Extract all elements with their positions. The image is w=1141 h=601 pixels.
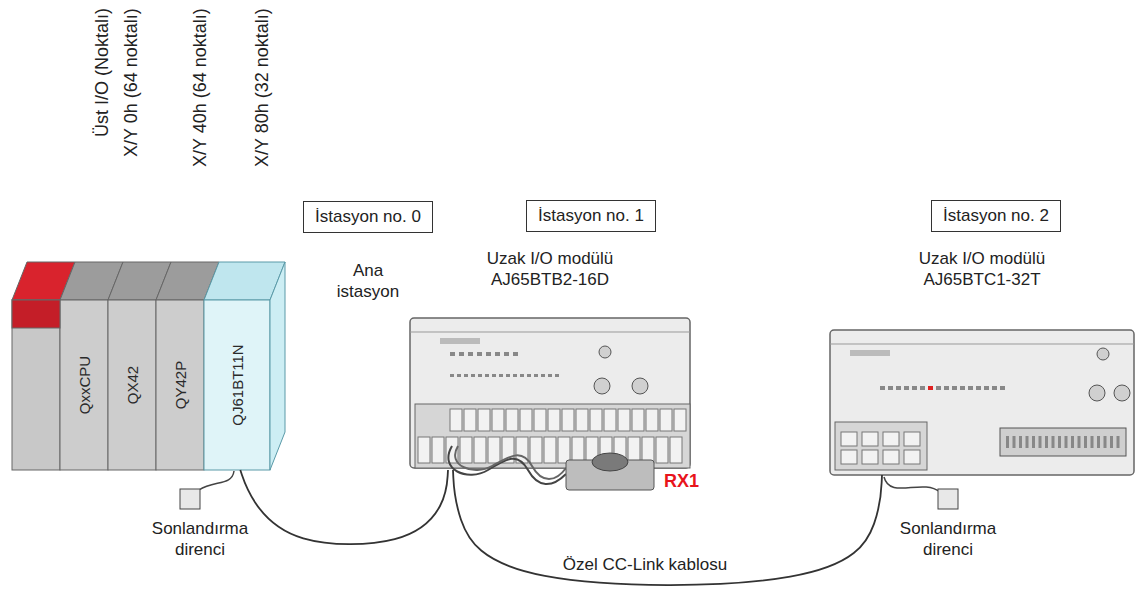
coiled-wire (455, 446, 566, 479)
push-button (448, 446, 654, 490)
module-title: Uzak I/O modülü AJ65BTC1-32T (895, 248, 1070, 291)
remote-io-module: Uzak I/O modülü AJ65BTB2-16D (405, 248, 695, 470)
resistor-symbol (938, 489, 958, 509)
module-front (204, 300, 270, 470)
led-row (880, 386, 1005, 390)
resistor-symbol (180, 489, 200, 509)
remote-io-module-illustration (410, 318, 690, 468)
io-address-label: Üst I/O (Noktalı) (92, 8, 113, 137)
plc-rack (12, 262, 285, 470)
name-plate (440, 338, 480, 344)
terminating-resistor (180, 471, 234, 509)
station-number: İstasyon no. 0 (315, 207, 421, 227)
station-box: İstasyon no. 1 (526, 200, 656, 232)
resistor-label: Sonlandırma direnci (894, 518, 1002, 561)
station-number: İstasyon no. 1 (538, 206, 644, 226)
plc-module: QX42 (108, 300, 156, 470)
module-name: QY42P (172, 361, 189, 409)
module-front (60, 300, 108, 470)
name-plate (850, 350, 890, 356)
module-body (410, 318, 690, 468)
resistor-wire (199, 471, 234, 490)
panel-line (830, 344, 1134, 345)
panel-line (410, 332, 690, 333)
rotary-switch (594, 378, 610, 394)
remote-io-module: Uzak I/O modülü AJ65BTC1-32T (828, 248, 1136, 475)
led-row (450, 352, 559, 377)
plc-module: QY42P (156, 300, 204, 470)
button-cap (592, 453, 628, 471)
io-address-label: X/Y 80h (32 noktalı) (252, 8, 273, 167)
signal-name: RX1 (664, 470, 699, 493)
coiled-wire (448, 446, 566, 484)
module-title: Uzak I/O modülü AJ65BTB2-16D (463, 248, 638, 291)
io-address-label: X/Y 40h (64 noktalı) (190, 8, 211, 167)
resistor-wire (884, 477, 940, 492)
cc-link-cable (240, 470, 448, 544)
module-side (270, 262, 285, 470)
terminal-row (841, 432, 1120, 464)
plc-module: QxxCPU (60, 300, 108, 470)
terminating-resistor (884, 477, 958, 509)
rotary-switch (632, 378, 648, 394)
terminal-block (835, 422, 927, 470)
remote-io-module-illustration (830, 330, 1134, 475)
station-number: İstasyon no. 2 (943, 206, 1049, 226)
module-front (12, 300, 60, 470)
module-name: QxxCPU (76, 356, 93, 414)
station-box: İstasyon no. 0 (303, 201, 433, 233)
resistor-label: Sonlandırma direnci (146, 518, 254, 561)
plc-module: QJ61BT11N (204, 300, 270, 470)
rotary-switch (1097, 348, 1109, 360)
module-name: QX42 (124, 366, 141, 404)
station-role: Ana istasyon (322, 260, 414, 303)
cable-label: Özel CC-Link kablosu (560, 555, 730, 575)
module-name: QJ61BT11N (229, 344, 246, 425)
module-body (830, 330, 1134, 475)
rotary-switch (599, 346, 611, 358)
connector (1000, 428, 1126, 456)
station-box: İstasyon no. 2 (931, 200, 1061, 232)
terminal-row (418, 409, 686, 463)
rotary-switch (1114, 385, 1130, 401)
io-address-label: X/Y 0h (64 noktalı) (121, 8, 142, 157)
module-front (156, 300, 204, 470)
module-front (108, 300, 156, 470)
power-supply-front (12, 300, 60, 328)
rotary-switch (1089, 385, 1105, 401)
cc-link-cable (453, 470, 882, 585)
